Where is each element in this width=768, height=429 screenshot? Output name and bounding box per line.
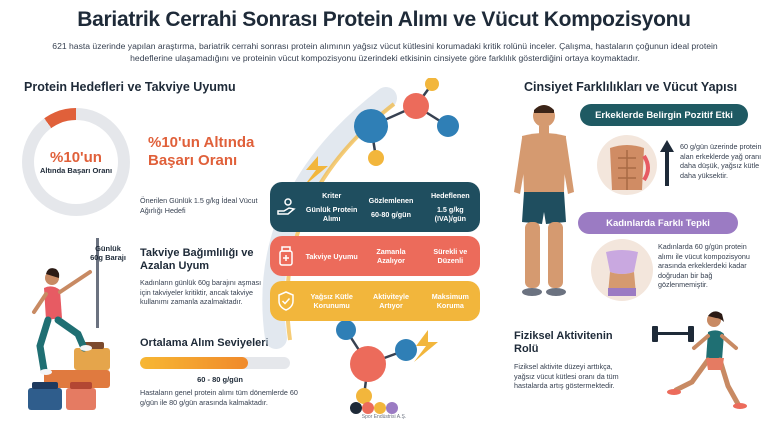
row-label: Takviye Uyumu xyxy=(305,251,358,261)
row-observed: 60-80 g/gün xyxy=(371,209,411,219)
table-row: Yağsız Kütle Korunumu Aktiviteyle Artıyo… xyxy=(270,281,480,321)
supplement-jar-icon xyxy=(279,246,293,266)
table-row: Takviye Uyumu Zamanla Azalıyor Sürekli v… xyxy=(270,236,480,276)
intro-text: 621 hasta üzerinde yapılan araştırma, ba… xyxy=(52,41,718,63)
shield-check-icon xyxy=(278,291,294,311)
women-effect-text: Kadınlarda 60 g/gün protein alımı ile vü… xyxy=(658,242,750,289)
man-body-illustration xyxy=(514,105,574,296)
men-effect-pill: Erkeklerde Belirgin Pozitif Etki xyxy=(580,104,748,126)
hand-protein-icon xyxy=(277,198,296,215)
header-observed: Gözlemlenen xyxy=(368,195,414,205)
supplement-text: Kadınların günlük 60g barajını aşması iç… xyxy=(140,278,262,306)
ring-label: Altında Başarı Oranı xyxy=(39,166,113,175)
intake-text: Hastaların genel protein alımı tüm dönem… xyxy=(140,388,298,407)
row-target: 1.5 g/kg (IVA)/gün xyxy=(434,205,467,223)
row-label: Yağsız Kütle Korunumu xyxy=(310,292,353,310)
footer-caption: Spor Endüstrisi A.Ş. xyxy=(361,414,407,420)
header-target: Hedeflenen xyxy=(430,191,470,200)
intake-bar-fill xyxy=(140,357,248,369)
success-rate-highlight: %10'un Altında Başarı Oranı xyxy=(148,134,255,169)
protein-goals-heading: Protein Hedefleri ve Takviye Uyumu xyxy=(24,80,236,94)
ring-value: %10'un xyxy=(50,149,102,166)
page-title: Bariatrik Cerrahi Sonrası Protein Alımı … xyxy=(77,8,691,31)
supplement-heading: Takviye Bağımlılığı ve Azalan Uyum xyxy=(140,247,254,272)
running-woman-illustration xyxy=(652,311,747,409)
intake-bar xyxy=(140,357,290,369)
female-torso-icon xyxy=(591,239,653,301)
women-effect-pill: Kadınlarda Farklı Tepki xyxy=(578,212,738,234)
climbing-woman-illustration xyxy=(28,238,110,410)
men-effect-text: 60 g/gün üzerinde protein alan erkeklerd… xyxy=(680,142,762,180)
row-observed: Zamanla Azalıyor xyxy=(376,247,406,265)
daily-barrier-label: Günlük 60g Barajı xyxy=(90,244,126,262)
row-observed: Aktiviteyle Artıyor xyxy=(373,292,409,310)
row-label: Günlük Protein Alımı xyxy=(305,205,358,223)
arrow-up-icon xyxy=(660,140,674,186)
row-target: Sürekli ve Düzenli xyxy=(433,247,468,265)
intake-range: 60 - 80 g/gün xyxy=(197,375,243,384)
header-criteria: Kriter xyxy=(322,191,342,200)
success-rate-ring: %10'un Altında Başarı Oranı xyxy=(22,108,130,216)
activity-heading: Fiziksel Aktivitenin Rolü xyxy=(514,330,613,355)
intake-heading: Ortalama Alım Seviyeleri xyxy=(140,337,269,349)
male-torso-icon xyxy=(597,135,657,195)
activity-text: Fiziksel aktivite düzeyi arttıkça, yağsı… xyxy=(514,362,619,390)
gender-heading: Cinsiyet Farklılıkları ve Vücut Yapısı xyxy=(524,80,738,94)
recommended-target-text: Önerilen Günlük 1.5 g/kg İdeal Vücut Ağı… xyxy=(140,196,258,215)
row-target: Maksimum Koruma xyxy=(431,292,469,310)
